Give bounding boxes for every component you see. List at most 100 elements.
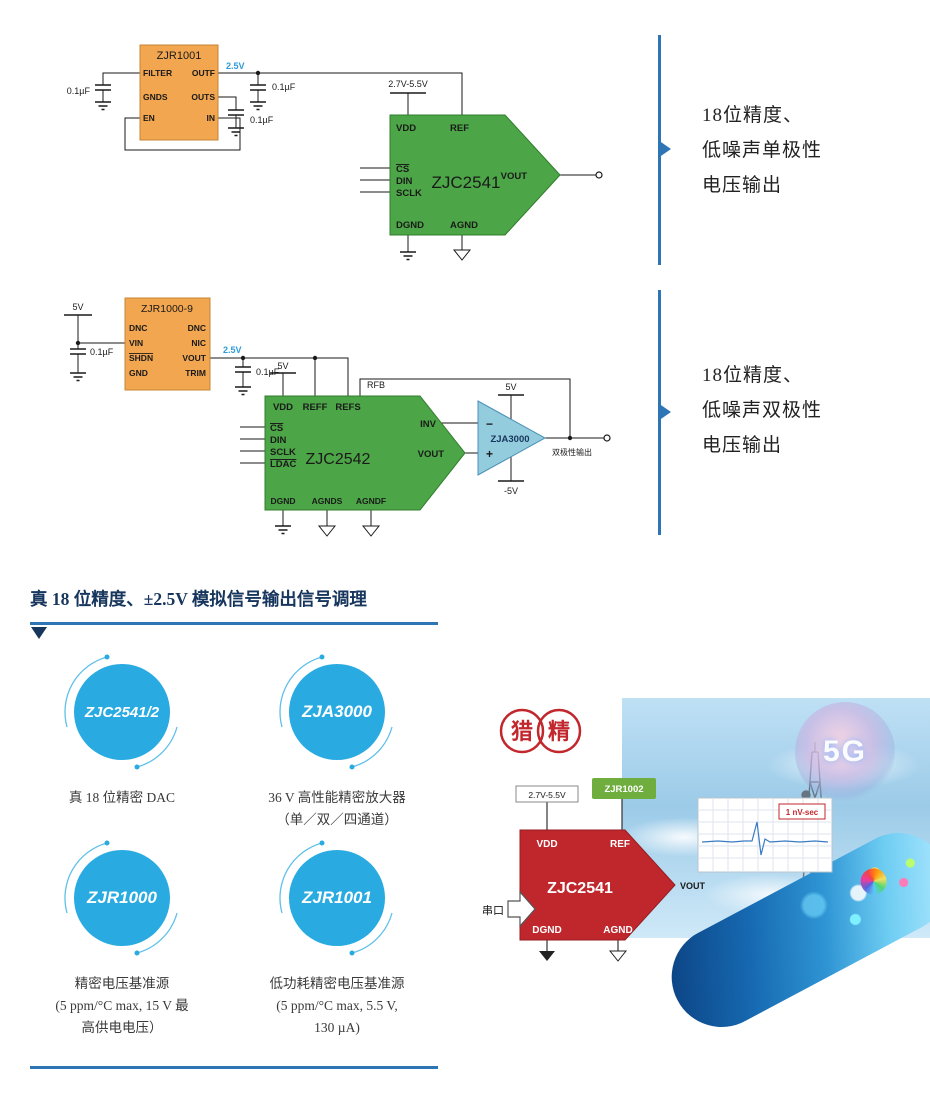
junction-dot — [240, 355, 246, 361]
analog-ground-symbol — [361, 525, 381, 537]
circle-decoration — [279, 840, 393, 956]
product-name: ZJR1001 — [302, 888, 372, 907]
pin-label: VOUT — [182, 353, 206, 363]
output-label: 双极性输出 — [552, 447, 592, 457]
cap-value: 0.1µF — [272, 82, 296, 92]
cap-value: 0.1µF — [90, 347, 114, 357]
pin-label: AGNDS — [312, 496, 343, 506]
note-line: 低噪声单极性 — [702, 140, 823, 161]
note-bipolar: 18位精度、 低噪声双极性 电压输出 — [702, 358, 822, 463]
pin-label: IN — [207, 113, 216, 123]
chart-grid — [698, 798, 832, 872]
supply-voltage: 2.7V-5.5V — [528, 790, 566, 800]
product-desc: 低功耗精密电压基准源 (5 ppm/°C max, 5.5 V, 130 µA) — [227, 973, 447, 1039]
pin-label: VDD — [396, 123, 416, 134]
product-badge-wrap: ZJR1000 — [57, 833, 187, 963]
pin-label: GND — [129, 368, 148, 378]
ch art-callout — [778, 803, 826, 820]
opamp-minus-input: − — [486, 417, 493, 431]
product-desc: 36 V 高性能精密放大器 （单／双／四通道） — [227, 787, 447, 831]
capacitor-and-ground-symbols — [64, 314, 524, 535]
pin-label: CS — [270, 423, 283, 434]
opamp-plus-input: + — [486, 447, 493, 461]
note-line: 18位精度、 — [702, 365, 804, 386]
supply-voltage: -5V — [504, 486, 518, 496]
rfb-label: RFB — [367, 380, 385, 390]
pin-label: FILTER — [143, 68, 172, 78]
desc-line: (5 ppm/°C max, 15 V 最 — [55, 998, 189, 1013]
cap-value: 0.1µF — [67, 86, 91, 96]
chip-title: ZJR1002 — [604, 784, 643, 795]
pin-label: GNDS — [143, 92, 168, 102]
note-line: 电压输出 — [702, 435, 783, 456]
output-terminal — [603, 434, 611, 442]
digital-ground-symbol — [539, 951, 555, 961]
pin-label: DIN — [270, 435, 287, 446]
pin-label: DIN — [396, 176, 413, 187]
note-line: 电压输出 — [702, 175, 783, 196]
cap-value: 0.1µF — [250, 115, 274, 125]
pin-label: REFS — [335, 402, 360, 413]
wires — [102, 72, 596, 252]
supply-voltage: 5V — [277, 361, 288, 371]
pin-label: AGND — [450, 220, 478, 231]
analog-ground-symbol — [317, 525, 337, 537]
pin-label: SHDN — [129, 353, 153, 363]
product-desc: 真 18 位精密 DAC — [12, 787, 232, 809]
junction-dot — [75, 340, 81, 346]
section-rule-bottom — [30, 1066, 438, 1069]
circle-decoration — [64, 654, 178, 770]
product-badge-wrap: ZJA3000 — [272, 647, 402, 777]
supply-box — [515, 785, 579, 803]
product-zja3000: ZJA3000 36 V 高性能精密放大器 （单／双／四通道） — [227, 647, 447, 831]
pin-label: VOUT — [680, 881, 706, 891]
product-desc: 精密电压基准源 (5 ppm/°C max, 15 V 最 高供电电压） — [12, 973, 232, 1039]
pin-label: SCLK — [396, 188, 422, 199]
note-unipolar: 18位精度、 低噪声单极性 电压输出 — [702, 98, 822, 203]
product-name: ZJC2541/2 — [84, 703, 160, 721]
pin-label: CS — [396, 164, 409, 175]
pin-label: VOUT — [501, 171, 528, 182]
circle-decoration — [279, 654, 393, 770]
pin-label: SCLK — [270, 447, 296, 458]
product-badge: ZJR1001 — [289, 850, 385, 946]
dac-block-zjc2541 — [389, 114, 561, 236]
product-badge: ZJR1000 — [74, 850, 170, 946]
dac-block-zjc2542 — [264, 395, 466, 511]
desc-line: (5 ppm/°C max, 5.5 V, — [276, 998, 398, 1013]
reference-box-zjr1002 — [592, 778, 656, 799]
pin-label: REFF — [303, 402, 328, 413]
chart-trace — [701, 821, 829, 856]
regulator-block-zjr1001 — [139, 44, 219, 141]
logo-character: 猎 — [511, 719, 533, 744]
section-marker-icon — [31, 627, 47, 639]
pin-label: EN — [143, 113, 155, 123]
product-badge: ZJA3000 — [289, 664, 385, 760]
chart-callout-label: 1 nV-sec — [786, 808, 819, 817]
supply-voltage: 2.7V-5.5V — [388, 79, 428, 89]
pin-label: OUTF — [192, 68, 215, 78]
chip-title: ZJC2541 — [432, 173, 501, 192]
product-zjr1001: ZJR1001 低功耗精密电压基准源 (5 ppm/°C max, 5.5 V,… — [227, 833, 447, 1039]
product-badge-wrap: ZJC2541/2 — [57, 647, 187, 777]
pin-label: VDD — [273, 402, 293, 413]
desc-line: 真 18 位精密 DAC — [68, 790, 176, 805]
junction-dot — [567, 435, 573, 441]
desc-line: 130 µA) — [314, 1020, 360, 1035]
brand-logo: 猎 精 — [499, 708, 582, 754]
serial-arrow-icon — [507, 890, 536, 928]
rail-voltage: 2.5V — [223, 345, 242, 355]
output-terminal — [595, 171, 603, 179]
pin-label: AGND — [603, 925, 632, 936]
capacitor-and-ground-symbols — [95, 84, 426, 261]
section-title: 真 18 位精度、±2.5V 模拟信号输出信号调理 — [30, 589, 367, 609]
pin-label: VIN — [129, 338, 143, 348]
pin-label: REF — [610, 839, 630, 850]
circuit-unipolar: ZJR1001 FILTER OUTF GNDS OUTS EN IN 0.1µ… — [67, 44, 603, 261]
promo-image: 5G 1 nV-sec 2.7V-5.5V ZJR1002 VDD REF ZJ… — [480, 690, 930, 1045]
pin-label: VDD — [536, 839, 557, 850]
desc-line: （单／双／四通道） — [276, 812, 398, 827]
arrow-icon — [658, 140, 671, 158]
wires — [546, 799, 623, 951]
